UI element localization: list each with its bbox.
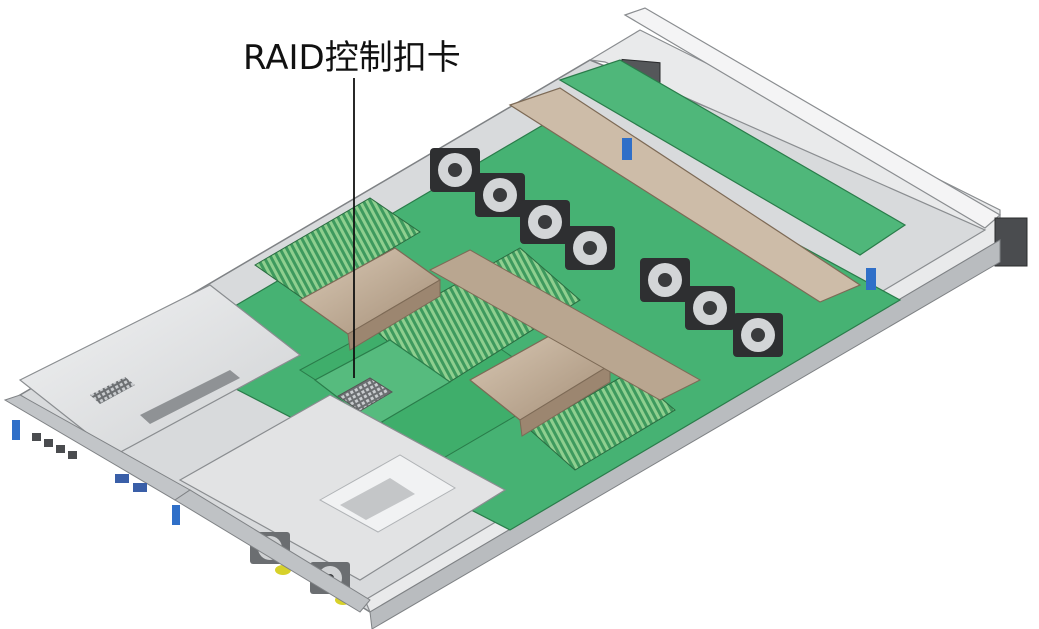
fan-2 <box>475 173 525 217</box>
riser-lid-slot <box>140 370 240 424</box>
heatsink-cpu1-side <box>347 279 441 351</box>
front-riser-cage <box>3 284 302 525</box>
drive-backplane <box>558 59 907 256</box>
rear-cage <box>174 394 507 613</box>
backplane-connectors <box>622 138 876 290</box>
riser-vent-grid <box>90 377 135 404</box>
raid-card-chip <box>337 377 393 412</box>
fan-4 <box>565 226 615 270</box>
front-network-ports <box>32 433 147 492</box>
heatsink-cpu2-side <box>519 364 611 437</box>
fan-modules <box>430 148 783 357</box>
dimm-bank-right <box>529 371 676 471</box>
callout-label-raid-card: RAID控制扣卡 <box>243 38 461 78</box>
blue-connector-2 <box>866 268 876 290</box>
heatsinks <box>298 87 862 437</box>
fan-3 <box>520 200 570 244</box>
blue-connector-1 <box>622 138 632 160</box>
fan-6 <box>685 286 735 330</box>
rear-faceplate <box>174 489 371 613</box>
front-blue-tab <box>12 420 20 440</box>
psu-cage-slot <box>340 478 415 520</box>
fan-5 <box>640 258 690 302</box>
dimm-bank-left <box>254 197 421 301</box>
air-duct-upper <box>508 87 862 303</box>
air-duct-lower <box>428 249 702 401</box>
fan-1 <box>430 148 480 192</box>
front-blue-tab-2 <box>172 505 180 525</box>
chassis-top-rail <box>623 7 1002 229</box>
fan-7 <box>733 313 783 357</box>
